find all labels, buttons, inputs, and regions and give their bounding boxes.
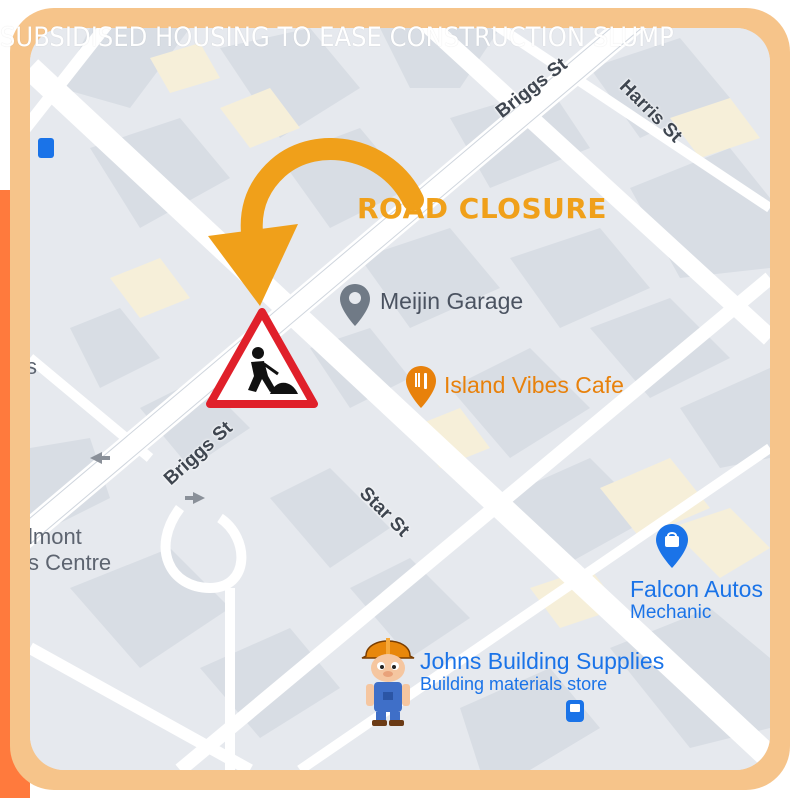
bus-stop-icon[interactable] [566, 700, 584, 722]
poi-meijin-garage[interactable]: Meijin Garage [380, 288, 524, 314]
grey-location-pin-icon[interactable] [340, 284, 370, 326]
poi-falcon-autos[interactable]: Falcon Autos [630, 576, 763, 602]
poi-johns-building-supplies[interactable]: Johns Building Supplies [420, 648, 665, 674]
edge-label-s: s [30, 354, 37, 379]
rounded-frame: Briggs St Harris St Briggs St Star St s … [10, 8, 790, 790]
road-work-warning-sign-icon[interactable] [206, 308, 318, 410]
shopping-bag-pin-icon[interactable] [656, 524, 688, 568]
bus-stop-icon[interactable] [38, 138, 54, 158]
edge-label-lmont: lmont [30, 524, 82, 549]
edge-label-centre: s Centre [30, 550, 112, 575]
poi-johns-category: Building materials store [420, 674, 608, 694]
curved-arrow-icon [208, 138, 424, 306]
roads [30, 28, 770, 770]
restaurant-pin-icon[interactable] [406, 366, 436, 408]
poi-island-vibes-cafe[interactable]: Island Vibes Cafe [444, 372, 624, 398]
map-canvas [30, 28, 770, 770]
one-way-arrows [90, 452, 205, 504]
builder-mascot-icon [356, 626, 420, 728]
road-closure-callout: ROAD CLOSURE [357, 192, 608, 225]
map-view[interactable]: Briggs St Harris St Briggs St Star St s … [30, 28, 770, 770]
poi-falcon-category: Mechanic [630, 602, 712, 623]
headline-banner: SUBSIDISED HOUSING TO EASE CONSTRUCTION … [0, 22, 674, 53]
